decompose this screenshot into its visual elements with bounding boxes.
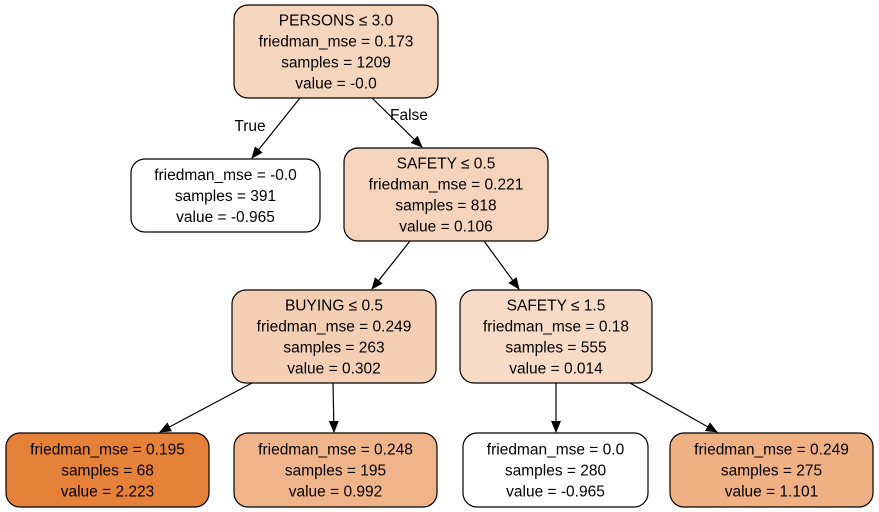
tree-node-n2: SAFETY ≤ 0.5 friedman_mse = 0.221 samples …	[343, 147, 549, 242]
node-samples-text: samples = 275	[721, 463, 822, 480]
node-box	[231, 289, 437, 384]
node-mse-text: friedman_mse = 0.221	[369, 177, 524, 194]
node-value-text: value = 1.101	[725, 484, 819, 501]
node-samples-text: samples = 391	[175, 188, 276, 205]
edge-label-true: True	[234, 118, 265, 135]
node-mse-text: friedman_mse = 0.249	[694, 442, 849, 459]
tree-node-n0: PERSONS ≤ 3.0 friedman_mse = 0.173 samples…	[233, 4, 439, 99]
node-samples-text: samples = 1209	[281, 55, 391, 72]
edge-n4-n8	[629, 382, 718, 433]
node-split-condition: SAFETY ≤ 1.5	[507, 298, 606, 315]
node-samples-text: samples = 68	[61, 463, 154, 480]
node-samples-text: samples = 818	[395, 198, 496, 215]
node-mse-text: friedman_mse = 0.173	[259, 34, 414, 51]
edge-n2-n3	[371, 240, 411, 290]
edge-n0-n1	[251, 97, 301, 159]
node-samples-text: samples = 555	[505, 340, 606, 357]
node-box	[459, 289, 653, 384]
edge-n3-n5	[159, 382, 253, 433]
node-samples-text: samples = 280	[505, 463, 607, 480]
node-box	[233, 4, 439, 99]
tree-node-n8: friedman_mse = 0.249 samples = 275 value =…	[669, 432, 874, 508]
node-box	[233, 432, 438, 508]
tree-node-n5: friedman_mse = 0.195 samples = 68 value = …	[5, 432, 210, 508]
tree-node-n4: SAFETY ≤ 1.5 friedman_mse = 0.18 samples =…	[459, 289, 653, 384]
node-box	[5, 432, 210, 508]
node-split-condition: PERSONS ≤ 3.0	[279, 13, 394, 30]
node-value-text: value = 2.223	[61, 484, 155, 501]
node-box	[343, 147, 549, 242]
node-samples-text: samples = 195	[285, 463, 386, 480]
node-box	[462, 432, 649, 508]
node-value-text: value = 0.302	[287, 361, 381, 378]
tree-node-n6: friedman_mse = 0.248 samples = 195 value =…	[233, 432, 438, 508]
node-box	[130, 158, 321, 233]
node-value-text: value = 0.992	[289, 484, 383, 501]
node-value-text: value = -0.965	[176, 209, 275, 226]
edge-n2-n4	[483, 240, 520, 290]
node-value-text: value = -0.965	[506, 484, 605, 501]
node-split-condition: SAFETY ≤ 0.5	[397, 156, 496, 173]
node-mse-text: friedman_mse = 0.195	[30, 442, 185, 459]
edge-label-false: False	[390, 107, 428, 124]
tree-node-n3: BUYING ≤ 0.5 friedman_mse = 0.249 samples …	[231, 289, 437, 384]
tree-node-n1: friedman_mse = -0.0 samples = 391 value = …	[130, 158, 321, 233]
node-mse-text: friedman_mse = 0.248	[258, 442, 413, 459]
node-mse-text: friedman_mse = 0.18	[483, 319, 629, 336]
node-value-text: value = -0.0	[295, 76, 377, 93]
node-box	[669, 432, 874, 508]
node-samples-text: samples = 263	[283, 340, 384, 357]
node-mse-text: friedman_mse = 0.249	[257, 319, 412, 336]
node-split-condition: BUYING ≤ 0.5	[285, 298, 383, 315]
edge-n3-n6	[328, 382, 339, 433]
node-mse-text: friedman_mse = 0.0	[487, 442, 625, 459]
tree-node-n7: friedman_mse = 0.0 samples = 280 value = -…	[462, 432, 649, 508]
node-mse-text: friedman_mse = -0.0	[154, 167, 297, 184]
node-value-text: value = 0.106	[399, 219, 493, 236]
edge-n0-n2	[371, 97, 423, 148]
node-value-text: value = 0.014	[509, 361, 603, 378]
